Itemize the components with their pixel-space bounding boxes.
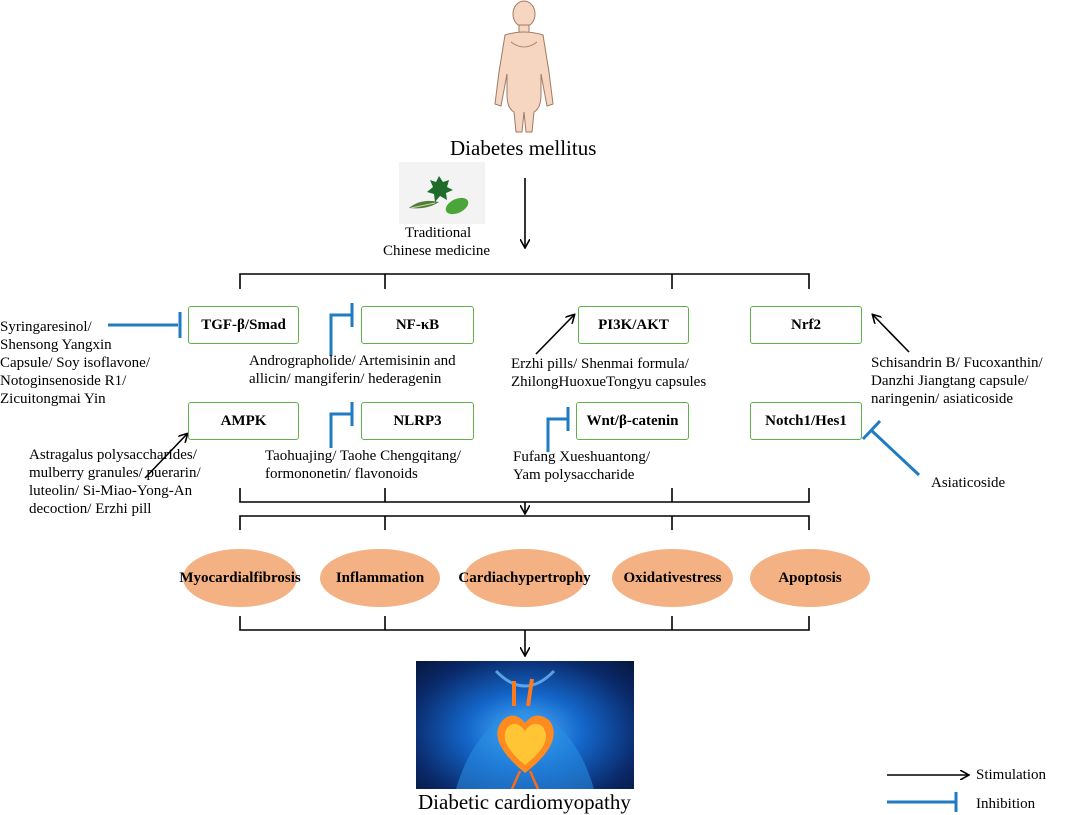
- compounds-tgf-line: Syringaresinol/: [0, 319, 92, 335]
- pathway-notch1-hes1: Notch1/Hes1: [750, 402, 862, 440]
- outcome-label: Oxidative: [623, 569, 686, 586]
- compounds-tgf: Syringaresinol/ Shensong Yangxin Capsule…: [0, 318, 150, 408]
- legend-stimulation: Stimulation: [976, 767, 1047, 783]
- outcome-myocardial-fibrosis: Myocardial fibrosis: [179, 549, 301, 607]
- compounds-nfkb-line: Andrographolide/ Artemisinin and: [249, 353, 456, 369]
- compounds-pi3k: Erzhi pills/ Shenmai formula/ ZhilongHuo…: [511, 355, 706, 391]
- outcome-oxidative-stress: Oxidative stress: [612, 549, 733, 607]
- tcm-label-line2: Chinese medicine: [383, 243, 491, 259]
- herb-image: [399, 162, 485, 224]
- compounds-nfkb: Andrographolide/ Artemisinin and allicin…: [249, 352, 456, 388]
- outcome-label: Inflammation: [335, 569, 425, 586]
- compounds-nrf2: Schisandrin B/ Fucoxanthin/ Danzhi Jiang…: [871, 354, 1043, 408]
- compounds-nrf2-line: naringenin/ asiaticoside: [871, 391, 1014, 407]
- pathway-nlrp3: NLRP3: [361, 402, 474, 440]
- outcome-cardiac-hypertrophy: Cardiac hypertrophy: [458, 549, 591, 607]
- compounds-ampk-line: Astragalus polysaccharides/: [29, 447, 197, 463]
- compounds-tgf-line: Shensong Yangxin: [0, 337, 112, 353]
- compounds-tgf-line: Zicuitongmai Yin: [0, 391, 106, 407]
- compounds-tgf-line: Notoginsenoside R1/: [0, 373, 127, 389]
- compounds-ampk: Astragalus polysaccharides/ mulberry gra…: [29, 446, 201, 518]
- heart-illustration: [416, 661, 634, 789]
- compounds-wnt: Fufang Xueshuantong/ Yam polysaccharide: [513, 448, 650, 484]
- compounds-pi3k-line: Erzhi pills/ Shenmai formula/: [511, 356, 689, 372]
- compounds-ampk-line: decoction/ Erzhi pill: [29, 501, 152, 517]
- outcome-label: hypertrophy: [510, 569, 591, 586]
- herb-icon: [409, 176, 469, 215]
- pathway-nf-kb: NF-κB: [361, 306, 474, 344]
- pathway-nrf2: Nrf2: [750, 306, 862, 344]
- compounds-nlrp3: Taohuajing/ Taohe Chengqitang/ formonone…: [265, 447, 461, 483]
- compounds-wnt-line: Fufang Xueshuantong/: [513, 449, 651, 465]
- tcm-label-line1: Traditional: [405, 225, 472, 241]
- compounds-ampk-line: luteolin/ Si-Miao-Yong-An: [29, 483, 193, 499]
- compounds-nrf2-line: Schisandrin B/ Fucoxanthin/: [871, 355, 1043, 371]
- outcome-apoptosis: Apoptosis: [750, 549, 870, 607]
- legend-inhibition: Inhibition: [976, 796, 1036, 812]
- compounds-pi3k-line: ZhilongHuoxueTongyu capsules: [511, 374, 707, 390]
- outcome-label: Myocardial: [179, 569, 254, 586]
- pathway-ampk: AMPK: [188, 402, 299, 440]
- diabetes-title: Diabetes mellitus: [450, 136, 597, 160]
- compounds-nrf2-line: Danzhi Jiangtang capsule/: [871, 373, 1029, 389]
- compounds-ampk-line: mulberry granules/ puerarin/: [29, 465, 201, 481]
- compounds-nlrp3-line: formononetin/ flavonoids: [265, 466, 418, 482]
- pathway-tgf-smad: TGF-β/Smad: [188, 306, 299, 344]
- outcome-label: Apoptosis: [778, 569, 842, 586]
- compounds-nlrp3-line: Taohuajing/ Taohe Chengqitang/: [265, 448, 461, 464]
- compounds-nfkb-line: allicin/ mangiferin/ hederagenin: [249, 371, 442, 387]
- outcome-inflammation: Inflammation: [320, 549, 440, 607]
- outcome-label: stress: [685, 569, 722, 586]
- compounds-notch: Asiaticoside: [931, 475, 1006, 491]
- cardiomyopathy-title: Diabetic cardiomyopathy: [418, 790, 631, 814]
- outcome-label: fibrosis: [253, 569, 301, 586]
- compounds-wnt-line: Yam polysaccharide: [513, 467, 635, 483]
- outcome-label: Cardiac: [458, 569, 511, 586]
- compounds-tgf-line: Capsule/ Soy isoflavone/: [0, 355, 150, 371]
- pathway-wnt-beta-catenin: Wnt/β-catenin: [576, 402, 689, 440]
- pathway-pi3k-akt: PI3K/AKT: [578, 306, 689, 344]
- heart-icon: [456, 669, 594, 789]
